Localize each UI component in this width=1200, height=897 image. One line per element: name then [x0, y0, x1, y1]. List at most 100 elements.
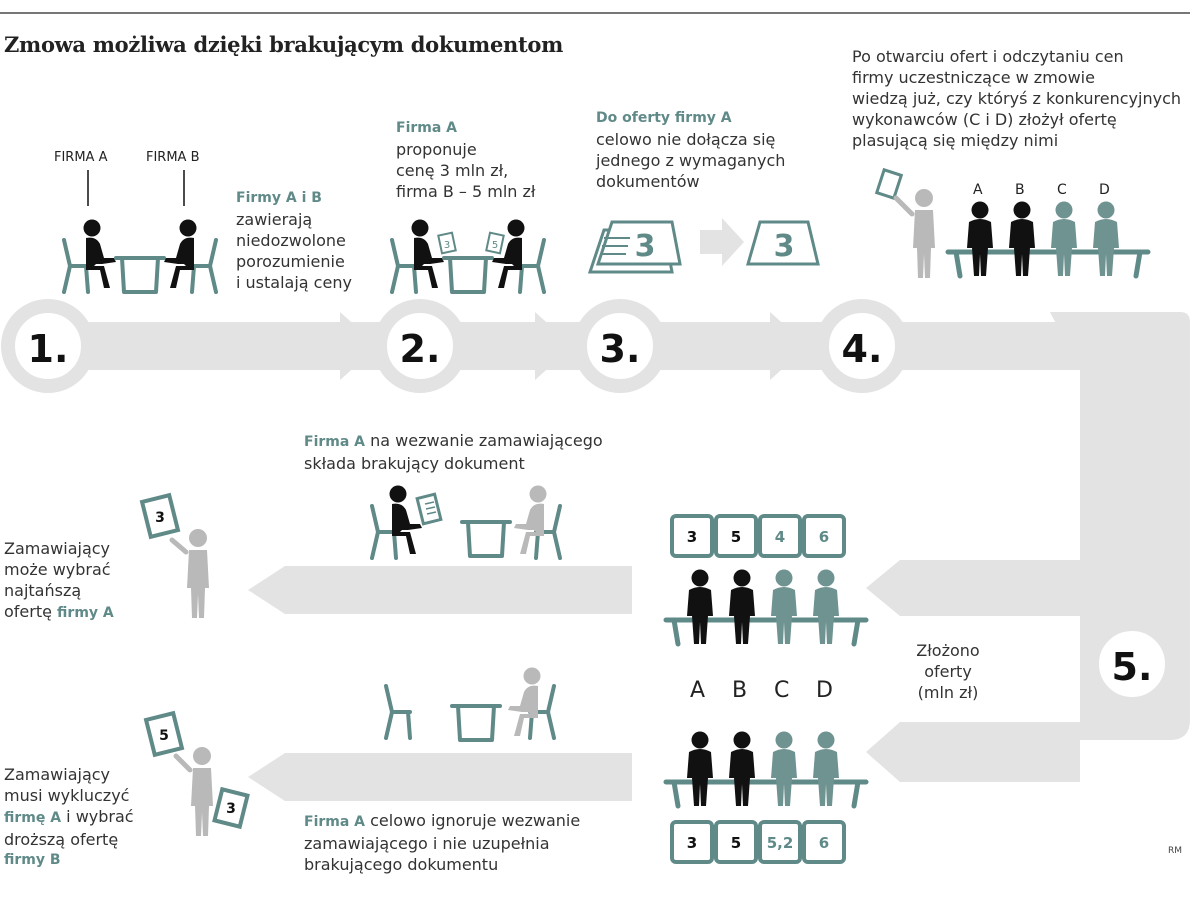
- step4-opening-scene: [874, 167, 1148, 278]
- step5-label: Złożono oferty (mln zł): [908, 640, 988, 703]
- credit: RM: [1168, 846, 1183, 856]
- scenario-a-result-3: najtańszą: [4, 581, 82, 600]
- branch-arrow-top: [866, 560, 1080, 616]
- scenario-b-result-figure: [143, 710, 250, 836]
- step5-label-line-1: Złożono: [916, 641, 980, 660]
- step1-line-1: zawierają: [236, 210, 313, 229]
- step4-line-2: firmy uczestniczące w zmowie: [852, 68, 1095, 87]
- step2-card-a: 3: [444, 240, 450, 251]
- scenario-b-result-2: musi wykluczyć: [4, 786, 130, 805]
- step3-line-3: dokumentów: [596, 172, 700, 191]
- step-number-5: 5.: [1112, 645, 1153, 689]
- step1-line-2: niedozwolone: [236, 231, 346, 250]
- scenario-a-line-2: składa brakujący dokument: [304, 454, 525, 473]
- scenario-b-text: Firma A celowo ignoruje wezwanie zamawia…: [304, 810, 580, 875]
- scenario-a-result-highlight: firmy A: [57, 605, 114, 621]
- step3-text: Do oferty firmy A celowo nie dołącza się…: [596, 108, 785, 192]
- step4-bidder-c: C: [1057, 182, 1067, 198]
- scenario-b-card-back: 3: [226, 801, 236, 817]
- step4-line-4: wykonawców (C i D) złożył ofertę: [852, 110, 1117, 129]
- offer-top-b: 5: [731, 528, 741, 546]
- scenario-a-result-1: Zamawiający: [4, 539, 111, 558]
- step3-documents: [587, 218, 820, 274]
- scenario-b-highlight: Firma A: [304, 814, 366, 830]
- step-number-3: 3.: [600, 327, 641, 371]
- step3-line-1: celowo nie dołącza się: [596, 130, 776, 149]
- scenario-a-line-1: na wezwanie zamawiającego: [365, 431, 603, 450]
- offer-bottom-a: 3: [687, 834, 697, 852]
- scenario-a-result-figure: [139, 492, 209, 618]
- step4-line-3: wiedzą już, czy któryś z konkurencyjnych: [852, 89, 1182, 108]
- step2-line-2: cenę 3 mln zł,: [396, 161, 509, 180]
- step2-card-b: 5: [492, 240, 498, 251]
- step-circle-2: [373, 299, 467, 393]
- scenario-b-scene: [384, 667, 556, 742]
- scenario-b-result-4: droższą ofertę: [4, 830, 119, 849]
- step5-bidder-a: A: [690, 678, 706, 703]
- step2-highlight: Firma A: [396, 120, 458, 136]
- step3-line-2: jednego z wymaganych: [596, 151, 786, 170]
- step2-line-3: firma B – 5 mln zł: [396, 182, 536, 201]
- step-number-1: 1.: [28, 327, 69, 371]
- scenario-b-result-3: i wybrać: [61, 807, 134, 826]
- branch-arrow-bottom: [866, 722, 1080, 782]
- scenario-a-result-4: ofertę: [4, 602, 58, 621]
- step3-doc-value-2: 3: [774, 229, 795, 264]
- step2-line-1: proponuje: [396, 140, 477, 159]
- step-circle-1: [1, 299, 95, 393]
- step5-label-line-2: oferty: [924, 662, 972, 681]
- label-firma-b: FIRMA B: [146, 150, 200, 165]
- scenario-b-line-2: zamawiającego i nie uzupełnia: [304, 834, 550, 853]
- step-circle-5: [1085, 617, 1179, 711]
- step5-offers-top: [666, 514, 866, 644]
- scenario-b-line-3: brakującego dokumentu: [304, 855, 499, 874]
- scenario-b-result-hl2: firmy B: [4, 852, 61, 868]
- scenario-a-scene: [370, 485, 562, 560]
- arrow-1: [340, 312, 378, 380]
- step2-proposal-scene: [390, 219, 546, 294]
- step-number-2: 2.: [400, 327, 441, 371]
- top-rule: [0, 12, 1190, 14]
- outcome-band-top: [248, 566, 632, 614]
- step4-line-1: Po otwarciu ofert i odczytaniu cen: [852, 47, 1124, 66]
- scenario-a-highlight: Firma A: [304, 434, 366, 450]
- step1-meeting-scene: [62, 170, 218, 294]
- step4-bidder-a: A: [973, 182, 983, 198]
- label-firma-a: FIRMA A: [54, 150, 108, 165]
- step4-line-5: plasującą się między nimi: [852, 131, 1059, 150]
- step-circle-4: [815, 299, 909, 393]
- scenario-b-line-1: celowo ignoruje wezwanie: [365, 811, 581, 830]
- scenario-a-result: Zamawiający może wybrać najtańszą ofertę…: [4, 538, 114, 624]
- offer-top-c: 4: [775, 528, 785, 546]
- step4-bidder-b: B: [1015, 182, 1025, 198]
- step1-line-3: porozumienie: [236, 252, 345, 271]
- step-number-4: 4.: [842, 327, 883, 371]
- step5-offers-bottom: [666, 731, 866, 864]
- page-title: Zmowa możliwa dzięki brakującym dokument…: [4, 32, 564, 57]
- step5-label-line-3: (mln zł): [917, 683, 979, 702]
- scenario-b-result-1: Zamawiający: [4, 765, 111, 784]
- offer-top-a: 3: [687, 528, 697, 546]
- step5-bidder-d: D: [816, 678, 833, 703]
- offer-top-d: 6: [819, 528, 829, 546]
- step1-highlight: Firmy A i B: [236, 190, 322, 206]
- step5-bidder-c: C: [774, 678, 790, 703]
- step4-text: Po otwarciu ofert i odczytaniu cen firmy…: [852, 46, 1181, 151]
- scenario-a-text: Firma A na wezwanie zamawiającego składa…: [304, 430, 603, 474]
- step2-text: Firma A proponuje cenę 3 mln zł, firma B…: [396, 118, 535, 202]
- scenario-a-result-2: może wybrać: [4, 560, 111, 579]
- offer-bottom-c: 5,2: [767, 834, 794, 852]
- step1-text: Firmy A i B zawierają niedozwolone poroz…: [236, 188, 352, 293]
- step5-bidder-b: B: [732, 678, 748, 703]
- step1-line-4: i ustalają ceny: [236, 273, 352, 292]
- step3-doc-value: 3: [635, 229, 656, 264]
- scenario-b-result: Zamawiający musi wykluczyć firmę A i wyb…: [4, 764, 134, 871]
- offer-bottom-b: 5: [731, 834, 741, 852]
- outcome-band-bottom: [248, 753, 632, 801]
- arrow-3: [770, 312, 808, 380]
- scenario-b-result-hl1: firmę A: [4, 810, 62, 826]
- offer-bottom-d: 6: [819, 834, 829, 852]
- arrow-2: [535, 312, 573, 380]
- scenario-a-card: 3: [155, 510, 165, 526]
